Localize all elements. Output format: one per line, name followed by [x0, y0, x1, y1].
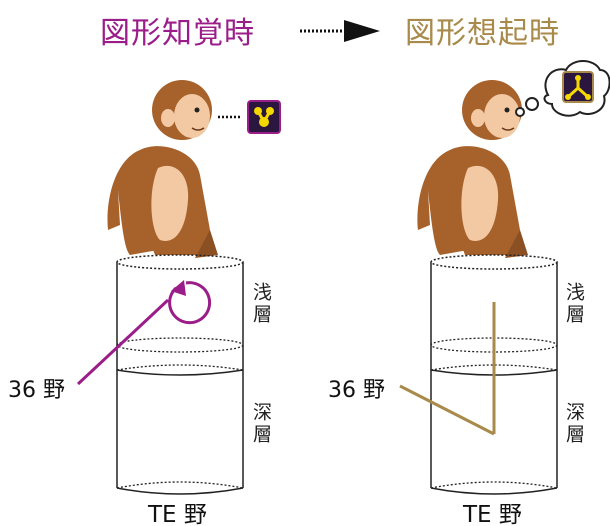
- perception-signal-path: [76, 280, 212, 386]
- yellow-figure-icon: [247, 100, 281, 134]
- left-te-label: TE 野: [148, 502, 207, 526]
- perception-title: 図形知覚時: [100, 16, 255, 51]
- left-deep-layer-label: 深層: [250, 402, 272, 446]
- left-upper-layer-label: 浅層: [250, 282, 272, 326]
- left-area36-label: 36 野: [8, 378, 65, 403]
- yellow-figure-in-thought-bubble-icon: [562, 71, 594, 103]
- right-deep-layer-label: 深層: [563, 402, 585, 446]
- monkey-left-icon: [107, 80, 218, 258]
- right-te-label: TE 野: [463, 502, 522, 526]
- recall-signal-path: [399, 302, 496, 436]
- right-area36-label: 36 野: [328, 378, 385, 403]
- left-cortex-cylinder: [116, 254, 244, 495]
- right-cortex-cylinder: [430, 254, 558, 495]
- transition-arrow: [300, 20, 380, 42]
- right-upper-layer-label: 浅層: [563, 282, 585, 326]
- recall-title: 図形想起時: [405, 16, 560, 51]
- monkey-right-icon: [417, 80, 528, 258]
